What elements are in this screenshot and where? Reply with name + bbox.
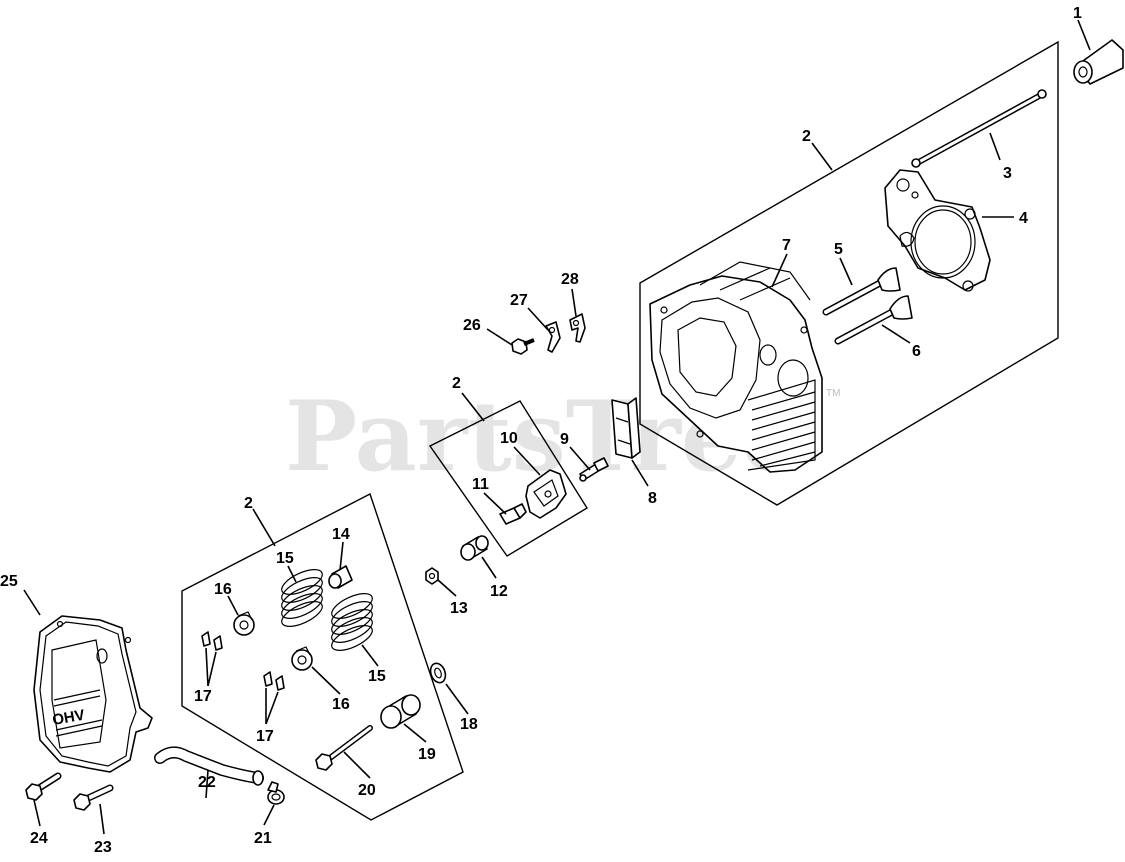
part-15-valve-spring-upper[interactable] (278, 565, 325, 632)
callout-23: 23 (94, 839, 112, 856)
callout-4: 4 (1019, 210, 1028, 227)
leader-lines (23, 19, 1091, 835)
part-22-breather-hose[interactable] (154, 746, 264, 786)
part-27-bracket[interactable] (545, 321, 561, 353)
part-14-cap[interactable] (328, 565, 353, 589)
callout-2-head: 2 (802, 128, 811, 145)
callout-24: 24 (30, 830, 48, 847)
part-12-collar[interactable] (460, 535, 489, 561)
callout-5: 5 (834, 241, 843, 258)
part-11-adjuster[interactable] (499, 503, 527, 525)
ohv-label: OHV (51, 707, 86, 729)
part-24-bolt[interactable] (25, 772, 62, 801)
part-26-bolt[interactable] (511, 338, 535, 355)
callout-18: 18 (460, 716, 478, 733)
callout-15-upper: 15 (276, 550, 294, 567)
part-25-valve-cover[interactable]: OHV (33, 615, 153, 773)
rocker-arm-kit-frame (428, 400, 588, 557)
callout-15-lower: 15 (368, 668, 386, 685)
callout-7: 7 (782, 237, 791, 254)
part-8-guide-plate[interactable] (611, 397, 641, 459)
callout-12: 12 (490, 583, 508, 600)
callout-22: 22 (198, 774, 216, 791)
part-1-sleeve[interactable] (1073, 39, 1124, 85)
cylinder-head-assembly-frame (639, 40, 1059, 506)
part-20-bolt[interactable] (315, 725, 373, 771)
callout-2-rocker: 2 (452, 375, 461, 392)
callout-17-upper: 17 (194, 688, 212, 705)
part-3-push-rod[interactable] (911, 89, 1047, 168)
callout-20: 20 (358, 782, 376, 799)
callout-21: 21 (254, 830, 272, 847)
callout-27: 27 (510, 292, 528, 309)
callout-1: 1 (1073, 5, 1082, 22)
part-21-clamp[interactable] (267, 781, 285, 805)
part-23-screw[interactable] (73, 784, 114, 811)
part-6-valve[interactable] (834, 295, 913, 345)
callout-numbers: 1 2 3 4 5 6 7 8 9 10 11 2 12 13 26 27 28… (0, 5, 1082, 856)
callout-6: 6 (912, 343, 921, 360)
valve-spring-kit-frame (181, 493, 464, 821)
callout-10: 10 (500, 430, 518, 447)
part-9-pivot-stud[interactable] (579, 457, 609, 482)
callout-25: 25 (0, 573, 18, 590)
part-7-cylinder-head[interactable] (649, 261, 823, 473)
part-5-valve[interactable] (822, 267, 901, 316)
part-19-spacer[interactable] (380, 694, 421, 729)
callout-9: 9 (560, 431, 569, 448)
part-4-head-gasket[interactable] (884, 169, 991, 292)
watermark-trademark: TM (826, 388, 840, 399)
part-17-keepers-upper[interactable] (201, 631, 223, 651)
part-16-retainer-upper[interactable] (233, 611, 255, 636)
callout-16-upper: 16 (214, 581, 232, 598)
callout-16-lower: 16 (332, 696, 350, 713)
callout-26: 26 (463, 317, 481, 334)
part-16-retainer-lower[interactable] (291, 646, 313, 671)
part-13-nut[interactable] (425, 567, 439, 585)
callout-8: 8 (648, 490, 657, 507)
part-15-valve-spring-lower[interactable] (328, 589, 375, 656)
part-17-keepers-lower[interactable] (263, 671, 285, 691)
cooling-fins (747, 379, 816, 471)
callout-11: 11 (472, 476, 489, 493)
callout-17-lower: 17 (256, 728, 274, 745)
part-10-rocker-arm[interactable] (525, 469, 567, 519)
callout-3: 3 (1003, 165, 1012, 182)
callout-28: 28 (561, 271, 579, 288)
callout-13: 13 (450, 600, 468, 617)
callout-19: 19 (418, 746, 436, 763)
part-28-bracket[interactable] (569, 313, 586, 343)
part-18-washer[interactable] (428, 661, 448, 685)
callout-14: 14 (332, 526, 350, 543)
callout-2-valve: 2 (244, 495, 253, 512)
